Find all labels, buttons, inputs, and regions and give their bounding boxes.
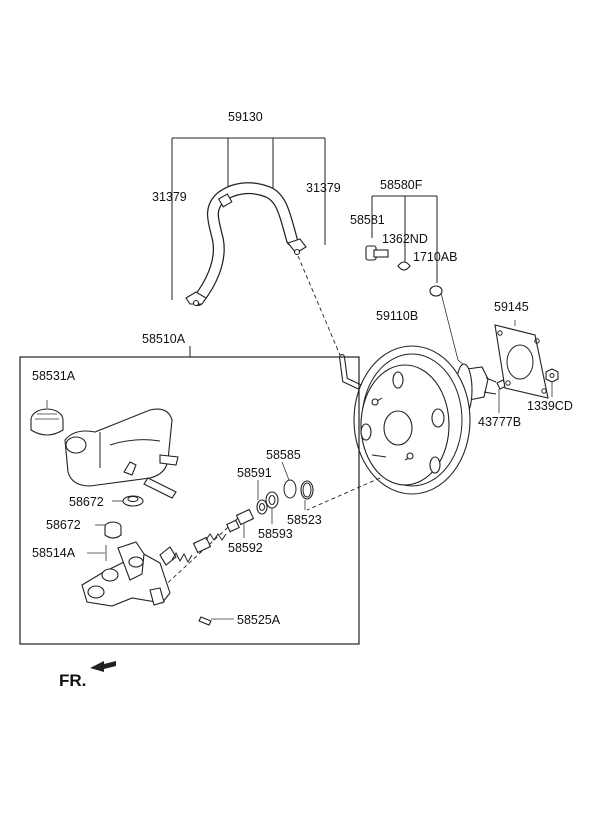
label-58510A: 58510A (142, 332, 186, 346)
label-58581: 58581 (350, 213, 385, 227)
label-58514A: 58514A (32, 546, 76, 560)
label-58523: 58523 (287, 513, 322, 527)
brake-booster (159, 345, 507, 591)
label-58672-lower: 58672 (46, 518, 81, 532)
label-58531A: 58531A (32, 369, 76, 383)
label-58593: 58593 (258, 527, 293, 541)
label-58672-upper: 58672 (69, 495, 104, 509)
label-58525A: 58525A (237, 613, 281, 627)
fitting-group (365, 195, 471, 371)
label-58592: 58592 (228, 541, 263, 555)
label-58591: 58591 (237, 466, 272, 480)
front-direction-indicator (90, 661, 116, 672)
label-58580F: 58580F (380, 178, 423, 192)
master-cylinder-group (19, 346, 360, 645)
label-1362ND: 1362ND (382, 232, 428, 246)
label-59110B: 59110B (376, 309, 418, 323)
label-31379-right: 31379 (306, 181, 341, 195)
gasket-plate (494, 320, 559, 399)
label-1710AB: 1710AB (413, 250, 457, 264)
label-31379-left: 31379 (152, 190, 187, 204)
front-label: FR. (59, 671, 86, 690)
label-43777B: 43777B (478, 415, 521, 429)
label-58585: 58585 (266, 448, 301, 462)
label-59130: 59130 (228, 110, 263, 124)
label-1339CD: 1339CD (527, 399, 573, 413)
vacuum-hose-assembly (171, 137, 365, 391)
label-59145: 59145 (494, 300, 529, 314)
